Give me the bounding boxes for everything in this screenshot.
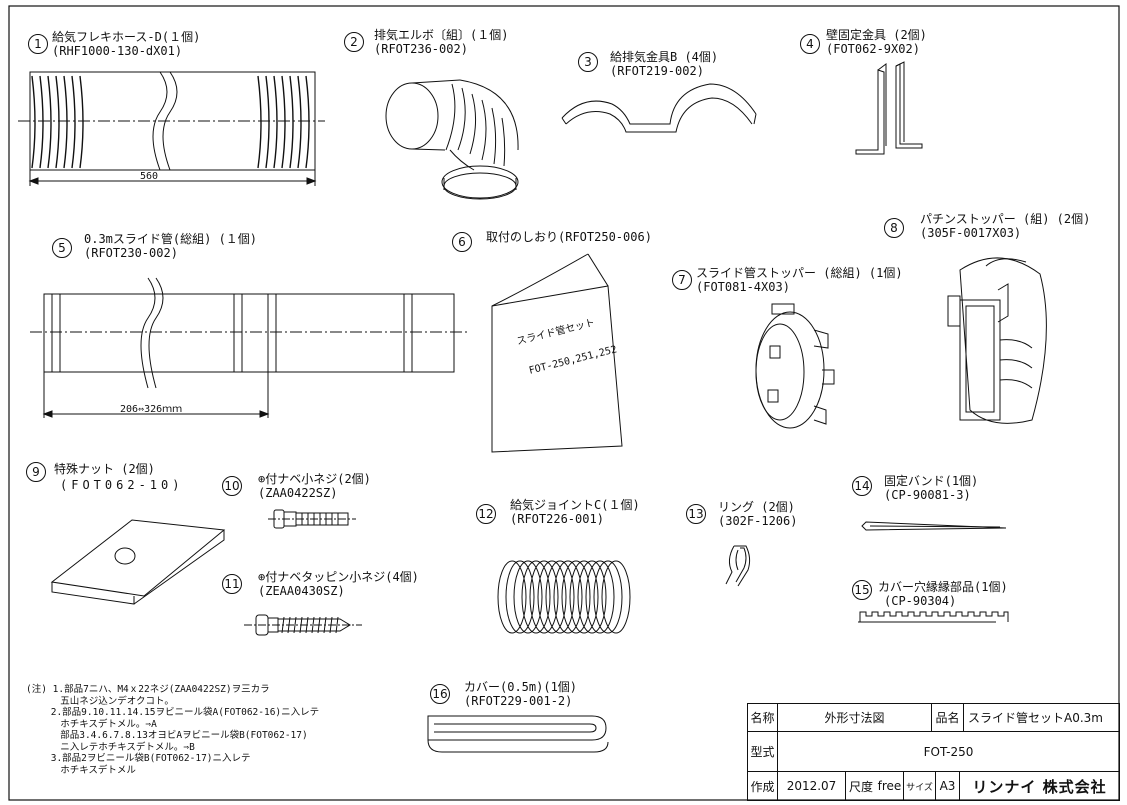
callout-14: 14: [852, 476, 872, 496]
company-logo: リンナイ 株式会社: [972, 777, 1107, 796]
part-7-name: スライド管ストッパー (総組) (1個): [696, 266, 903, 280]
callout-10: 10: [222, 476, 242, 496]
part-4-wall-bracket-drawing: [855, 61, 923, 155]
callout-12: 12: [476, 504, 496, 524]
part-11-tapping-screw-drawing: [244, 614, 362, 636]
part-5-slide-pipe-drawing: [30, 277, 470, 418]
title-block: 名称 外形寸法図 品名 スライド管セットA0.3m 型式 FOT-250 作成 …: [747, 703, 1120, 801]
callout-15: 15: [852, 580, 872, 600]
model-value: FOT-250: [778, 732, 1119, 772]
part-14-band-drawing: [861, 521, 1007, 531]
part-12-name: 給気ジョイントC(１個): [510, 498, 640, 512]
part-8-code: (305F-0017X03): [920, 226, 1022, 240]
part-12-joint-drawing: [497, 560, 631, 634]
part-9-nut-drawing: [50, 519, 226, 605]
part-6-name: 取付のしおり(RFOT250-006): [486, 230, 652, 244]
part-12-code: (RFOT226-001): [510, 512, 604, 526]
model-label: 型式: [748, 732, 778, 772]
part-3-bracket-drawing: [561, 83, 757, 133]
part-8-name: パチンストッパー (組) (2個): [920, 212, 1091, 226]
callout-2: 2: [344, 32, 364, 52]
callout-11: 11: [222, 574, 242, 594]
product-value: スライド管セットA0.3m: [964, 704, 1119, 732]
part-15-name: カバー穴縁縁部品(1個): [878, 580, 1008, 594]
part-10-code: (ZAA0422SZ): [258, 486, 338, 500]
part-1-hose-drawing: [18, 71, 325, 186]
part-13-name: リング (2個): [718, 500, 795, 514]
note-line: 部品3.4.6.7.8.13オヨビAヲビニール袋B(FOT062-17): [26, 730, 308, 741]
part-8-snap-stopper-drawing: [947, 257, 1047, 424]
part-16-cover-drawing: [427, 715, 609, 753]
part-1-code: (RHF1000-130-dX01): [52, 44, 183, 58]
callout-1: 1: [28, 34, 48, 54]
note-line: 3.部品2ヲビニール袋B(FOT062-17)ニ入レテ: [26, 753, 251, 764]
callout-13: 13: [686, 504, 706, 524]
part-15-edge-trim-drawing: [858, 611, 1009, 623]
callout-16: 16: [430, 684, 450, 704]
size-label: サイズ: [904, 772, 936, 800]
part-14-name: 固定バンド(1個): [884, 474, 979, 488]
callout-7: 7: [672, 270, 692, 290]
callout-8: 8: [884, 218, 904, 238]
part-16-name: カバー(0.5m)(1個): [464, 680, 578, 694]
scale-label: 尺度: [848, 779, 873, 794]
part-3-name: 給排気金具B (4個): [610, 50, 719, 64]
note-line: ニ入レテホチキスデトメル。⇒B: [26, 741, 195, 753]
part-5-code: (RFOT230-002): [84, 246, 178, 260]
note-line: ホチキスデトメル: [26, 764, 136, 776]
size-value: A3: [936, 772, 960, 800]
name-value: 外形寸法図: [778, 704, 932, 732]
part-7-stopper-drawing: [755, 303, 835, 429]
part-15-code: (CP-90304): [884, 594, 957, 608]
date-value: 2012.07: [778, 772, 846, 800]
note-line: ホチキスデトメル。⇒A: [26, 718, 157, 730]
part-6-booklet-drawing: [491, 253, 623, 453]
callout-9: 9: [26, 462, 46, 482]
part-2-elbow-drawing: [385, 79, 519, 200]
assembly-notes: (注) 1.部品7ニハ、M4ｘ22ネジ(ZAA0422SZ)ヲ三カラ 五山ネジ込…: [26, 684, 319, 776]
part-5-name: 0.3mスライド管(総組) (１個): [84, 232, 258, 246]
product-label: 品名: [932, 704, 964, 732]
part-2-code: (RFOT236-002): [374, 42, 468, 56]
part-10-name: ⊕付ナベ小ネジ(2個): [258, 472, 371, 486]
part-4-code: (FOT062-9X02): [826, 42, 920, 56]
part-2-name: 排気エルボ〔組〕(１個): [374, 28, 509, 42]
name-label: 名称: [748, 704, 778, 732]
callout-6: 6: [452, 232, 472, 252]
part-16-code: (RFOT229-001-2): [464, 694, 573, 708]
part-7-code: (FOT081-4X03): [696, 280, 790, 294]
part-10-screw-drawing: [268, 509, 356, 529]
slide-range-dimension: 206⇔326ｍｍ: [120, 404, 183, 415]
part-13-code: (302F-1206): [718, 514, 798, 528]
part-13-ring-drawing: [725, 545, 751, 587]
part-14-code: (CP-90081-3): [884, 488, 971, 502]
note-line: 五山ネジ込ンデオクコト。: [26, 695, 174, 707]
note-line: 2.部品9.10.11.14.15ヲビニール袋A(FOT062-16)ニ入レテ: [26, 707, 320, 718]
part-11-code: (ZEAA0430SZ): [258, 584, 345, 598]
part-9-code: (FOT062-10): [60, 478, 184, 492]
part-11-name: ⊕付ナベタッピン小ネジ(4個): [258, 570, 419, 584]
callout-5: 5: [52, 238, 72, 258]
callout-3: 3: [578, 52, 598, 72]
part-1-name: 給気フレキホース-D(１個): [52, 30, 201, 44]
callout-4: 4: [800, 34, 820, 54]
note-line: (注) 1.部品7ニハ、M4ｘ22ネジ(ZAA0422SZ)ヲ三カラ: [26, 684, 270, 695]
scale-value: free: [876, 772, 904, 800]
hose-length-dimension: 560: [140, 171, 159, 182]
made-label: 作成: [748, 772, 778, 800]
part-3-code: (RFOT219-002): [610, 64, 704, 78]
part-9-name: 特殊ナット (2個): [54, 462, 155, 476]
part-4-name: 壁固定金具 (2個): [826, 28, 927, 42]
